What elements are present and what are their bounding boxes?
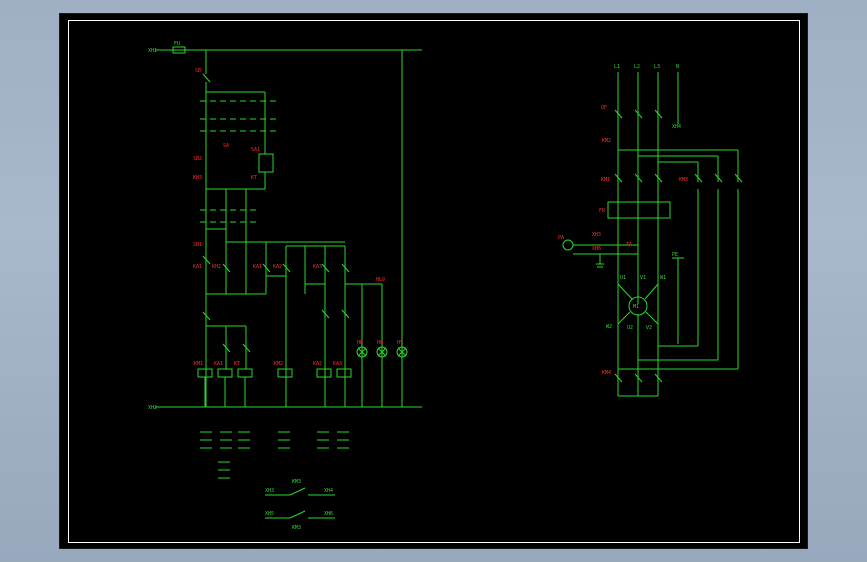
label-km2-power: KM2 (602, 138, 611, 144)
coil-ka2 (316, 368, 332, 378)
label-ct-2: XH3 (592, 232, 601, 238)
label-ct-3: XH6 (592, 246, 601, 252)
label-l1: L1 (614, 64, 620, 70)
label-w1: W1 (660, 275, 666, 281)
overload-relay (607, 201, 671, 219)
label-pe: PE (672, 252, 678, 258)
label-kh3: KH3 (193, 175, 202, 181)
label-lamp-hr: HR (357, 340, 364, 346)
label-sa1: SA1 (251, 147, 260, 153)
sheet-border (68, 20, 800, 543)
label-fuse: FU (174, 41, 180, 47)
label-coil-km2: KM2 (274, 361, 283, 367)
label-pa: PA (558, 235, 564, 241)
label-supply-in: XH1 (148, 48, 157, 54)
label-qf: QF (601, 105, 607, 111)
label-aux-2: KM3 (292, 479, 301, 485)
lamp-hg (376, 346, 388, 358)
label-coil-ka2: KA2 (313, 361, 322, 367)
label-km3-power: KM3 (679, 177, 688, 183)
label-coil-kt: KT (234, 361, 240, 367)
label-fr: FR (599, 208, 606, 214)
label-aux-6: KM3 (292, 525, 301, 531)
label-coil-km1: KM1 (194, 361, 203, 367)
ammeter (562, 239, 574, 251)
label-km4: KM4 (602, 370, 611, 376)
label-aux-5: XH6 (324, 511, 333, 517)
label-l2: L2 (634, 64, 640, 70)
label-w2: W2 (606, 324, 612, 330)
label-hl9: HL9 (376, 277, 385, 283)
label-sb1: SB1 (193, 242, 202, 248)
label-xh4-terminal: XH4 (672, 124, 681, 130)
label-lamp-hg: HG (377, 340, 383, 346)
label-kh2: KH2 (212, 264, 221, 270)
coil-ka3 (336, 368, 352, 378)
label-sb: SB (195, 68, 201, 74)
label-v1: V1 (640, 275, 646, 281)
schematic-canvas: XH1 FU XH2 SB SA SB2 KH3 SB1 KA1 SA1 KT … (148, 41, 743, 531)
terminal-block (200, 431, 349, 479)
fuse-symbol (172, 46, 186, 54)
label-ta: TA (626, 242, 632, 248)
label-u1: U1 (620, 275, 626, 281)
label-km1-power: KM1 (601, 177, 610, 183)
power-circuit (562, 72, 743, 397)
label-coil-ka1: KA1 (214, 361, 223, 367)
label-motor: M1 (633, 304, 639, 310)
label-lamp-hy: HY (397, 340, 403, 346)
label-ka1b: KA1 (253, 264, 262, 270)
drawing-viewport[interactable]: XH1 FU XH2 SB SA SB2 KH3 SB1 KA1 SA1 KT … (59, 13, 808, 549)
coil-ka1 (217, 368, 233, 378)
label-aux-3: XH4 (324, 488, 333, 494)
label-ka3: KA3 (313, 264, 322, 270)
label-sb2: SB2 (193, 156, 202, 162)
label-l3: L3 (654, 64, 660, 70)
label-aux-4: XH5 (265, 511, 274, 517)
lamp-hy (396, 346, 408, 358)
coil-kt (237, 368, 253, 378)
coil-km2 (277, 368, 293, 378)
label-neutral-in: XH2 (148, 405, 157, 411)
control-circuit (155, 46, 422, 519)
label-n: N (676, 64, 679, 70)
label-coil-ka3: KA3 (333, 361, 342, 367)
label-kt: KT (251, 175, 257, 181)
label-ka2: KA2 (273, 264, 282, 270)
label-ka1: KA1 (193, 264, 202, 270)
lamp-hr (356, 346, 368, 358)
label-sa: SA (223, 143, 229, 149)
label-u2: U2 (627, 325, 633, 331)
coil-km1 (197, 368, 213, 378)
label-aux-1: XH3 (265, 488, 274, 494)
label-v2: V2 (646, 325, 652, 331)
